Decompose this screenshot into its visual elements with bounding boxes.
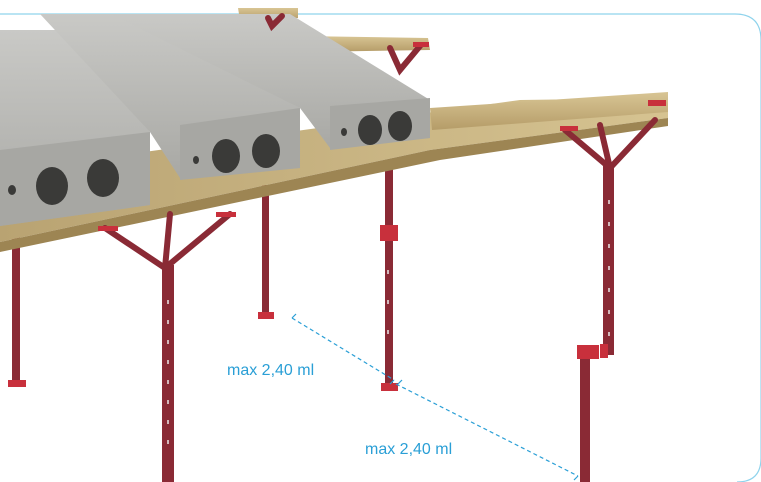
frame-outline: [0, 13, 761, 482]
foreground-props: [162, 165, 614, 482]
slab-cores: [8, 111, 412, 205]
dimension-ticks: [291, 313, 579, 481]
dimension-lines: [291, 317, 579, 477]
dimension-label-1: max 2,40 ml: [227, 362, 315, 379]
prop-pin-holes: [167, 200, 610, 444]
dimension-label-2: max 2,40 ml: [365, 441, 453, 458]
prop-head-plates: [98, 42, 666, 231]
prop-clamps: [380, 225, 608, 359]
